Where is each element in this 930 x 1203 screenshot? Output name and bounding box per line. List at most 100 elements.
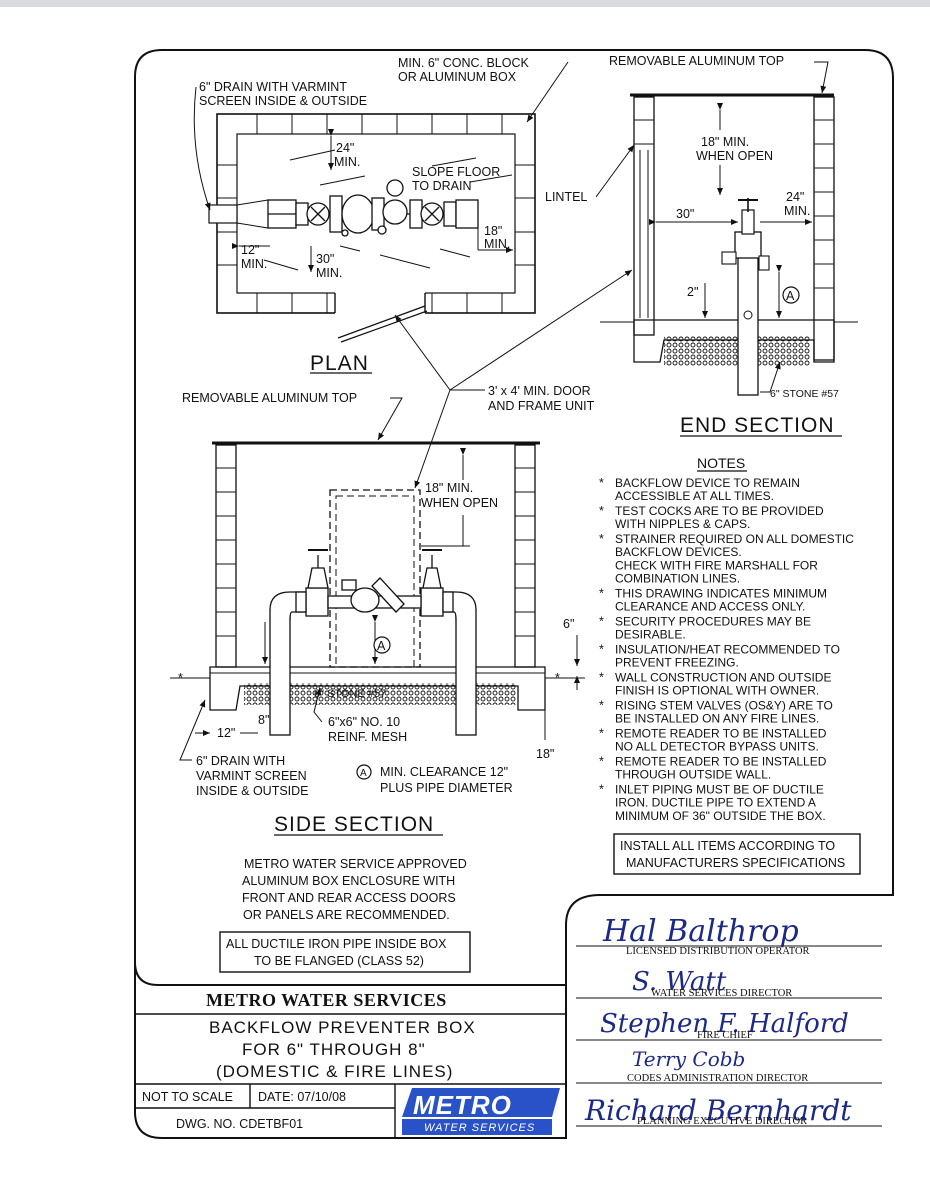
install-line-2: MANUFACTURERS SPECIFICATIONS (626, 856, 845, 870)
note-line: REMOTE READER TO BE INSTALLED (615, 726, 827, 740)
side-dim-8: 8" (258, 713, 269, 727)
notes-heading: NOTES (697, 455, 745, 471)
note-line: PREVENT FREEZING. (615, 656, 739, 670)
plan-box-label-2: OR ALUMINUM BOX (398, 70, 517, 84)
end-open-2: WHEN OPEN (696, 149, 773, 163)
side-dim-18: 18" (536, 747, 554, 761)
note-bullet: * (599, 670, 604, 684)
note-line: CHECK WITH FIRE MARSHALL FOR (615, 558, 818, 572)
end-dim-24-2: MIN. (784, 204, 810, 218)
side-open-2: WHEN OPEN (421, 496, 498, 510)
end-dim-2: 2" (687, 285, 698, 299)
approval-line-1: METRO WATER SERVICE APPROVED (244, 857, 467, 871)
approval-line-4: OR PANELS ARE RECOMMENDED. (243, 908, 450, 922)
note-line: DESIRABLE. (615, 628, 686, 642)
side-drain-3: INSIDE & OUTSIDE (196, 784, 309, 798)
logo-text: METRO (413, 1090, 512, 1120)
side-mesh-2: REINF. MESH (328, 730, 407, 744)
plan-view-title: PLAN (310, 352, 369, 375)
scale-label: NOT TO SCALE (142, 1090, 233, 1104)
role-5: PLANNING EXECUTIVE DIRECTOR (637, 1116, 807, 1127)
end-dim-30: 30" (676, 207, 694, 221)
plan-slope-1: SLOPE FLOOR (412, 165, 500, 179)
note-line: SECURITY PROCEDURES MAY BE (615, 614, 811, 628)
side-open-1: 18" MIN. (425, 481, 473, 495)
note-line: INLET PIPING MUST BE OF DUCTILE (615, 782, 824, 796)
side-drain-1: 6" DRAIN WITH (196, 754, 285, 768)
clearance-note-2: PLUS PIPE DIAMETER (380, 781, 513, 795)
role-1: LICENSED DISTRIBUTION OPERATOR (626, 946, 810, 957)
note-line: WITH NIPPLES & CAPS. (615, 517, 750, 531)
clearance-marker-a-text: A (360, 768, 367, 779)
end-stone-label: 6" STONE #57 (770, 388, 839, 400)
note-line: WALL CONSTRUCTION AND OUTSIDE (615, 670, 831, 684)
date-label: DATE: 07/10/08 (258, 1090, 346, 1104)
metro-logo: METRO WATER SERVICES (398, 1087, 563, 1135)
note-line: BE INSTALLED ON ANY FIRE LINES. (615, 712, 819, 726)
signature-4: Terry Cobb (632, 1047, 745, 1071)
role-3: FIRE CHIEF (697, 1030, 753, 1041)
side-drain-2: VARMINT SCREEN (196, 769, 307, 783)
side-stone-label: 6" STONE #57 (314, 688, 386, 700)
signature-1: Hal Balthrop (602, 914, 799, 949)
install-line-1: INSTALL ALL ITEMS ACCORDING TO (620, 839, 835, 853)
note-line: FINISH IS OPTIONAL WITH OWNER. (615, 684, 819, 698)
note-line: CLEARANCE AND ACCESS ONLY. (615, 600, 805, 614)
note-line: RISING STEM VALVES (OS&Y) ARE TO (615, 698, 833, 712)
note-bullet: * (599, 586, 604, 600)
note-line: MINIMUM OF 36" OUTSIDE THE BOX. (615, 809, 826, 823)
role-2: WATER SERVICES DIRECTOR (651, 988, 792, 999)
end-lintel-label: LINTEL (545, 190, 587, 204)
note-line: STRAINER REQUIRED ON ALL DOMESTIC (615, 532, 854, 546)
end-view-title: END SECTION (680, 414, 835, 437)
door-label-2: AND FRAME UNIT (488, 399, 595, 413)
note-line: COMBINATION LINES. (615, 572, 740, 586)
title-line-2: FOR 6" THROUGH 8" (242, 1040, 426, 1059)
note-bullet: * (599, 782, 604, 796)
note-line: NO ALL DETECTOR BYPASS UNITS. (615, 740, 819, 754)
note-line: IRON. DUCTILE PIPE TO EXTEND A (615, 796, 816, 810)
agency-name: METRO WATER SERVICES (206, 990, 447, 1010)
side-marker-a-text: A (377, 639, 386, 653)
note-line: ACCESSIBLE AT ALL TIMES. (615, 489, 774, 503)
plan-drain-label-1: 6" DRAIN WITH VARMINT (199, 80, 347, 94)
end-top-label: REMOVABLE ALUMINUM TOP (609, 54, 784, 68)
note-bullet: * (599, 642, 604, 656)
plan-drain-label-2: SCREEN INSIDE & OUTSIDE (199, 94, 367, 108)
role-4: CODES ADMINISTRATION DIRECTOR (627, 1073, 808, 1084)
plan-dim-front-2: MIN. (316, 266, 342, 280)
dwg-number: DWG. NO. CDETBF01 (176, 1117, 303, 1131)
note-bullet: * (599, 504, 604, 518)
plan-dim-right-1: 18" (484, 224, 502, 238)
note-line: BACKFLOW DEVICES. (615, 545, 742, 559)
plan-slope-2: TO DRAIN (412, 179, 472, 193)
plan-dim-side-2: MIN. (241, 257, 267, 271)
clearance-note-1: MIN. CLEARANCE 12" (380, 765, 508, 779)
logo-sub: WATER SERVICES (424, 1122, 535, 1134)
plan-dim-right-2: MIN. (484, 237, 510, 251)
note-bullet: * (599, 476, 604, 490)
side-dim-6: 6" (563, 617, 574, 631)
note-line: INSULATION/HEAT RECOMMENDED TO (615, 642, 840, 656)
title-line-1: BACKFLOW PREVENTER BOX (209, 1018, 476, 1037)
note-line: REMOTE READER TO BE INSTALLED (615, 754, 827, 768)
note-line: THIS DRAWING INDICATES MINIMUM (615, 586, 827, 600)
note-line: BACKFLOW DEVICE TO REMAIN (615, 476, 800, 490)
plan-dim-front-1: 30" (316, 252, 334, 266)
end-marker-a-text: A (786, 289, 795, 303)
approval-line-2: ALUMINUM BOX ENCLOSURE WITH (242, 874, 455, 888)
door-label-1: 3' x 4' MIN. DOOR (488, 384, 591, 398)
plan-dim-top-2: MIN. (334, 155, 360, 169)
notes-list: * BACKFLOW DEVICE TO REMAINACCESSIBLE AT … (599, 476, 854, 823)
plan-dim-side-1: 12" (241, 243, 259, 257)
title-line-3: (DOMESTIC & FIRE LINES) (216, 1062, 453, 1081)
svg-text:*: * (555, 671, 560, 685)
svg-text:*: * (178, 671, 183, 685)
plan-box-label-1: MIN. 6" CONC. BLOCK (398, 56, 530, 70)
side-mesh-1: 6"x6" NO. 10 (328, 715, 400, 729)
note-bullet: * (599, 698, 604, 712)
end-dim-24-1: 24" (786, 190, 804, 204)
note-bullet: * (599, 754, 604, 768)
side-backflow-assembly (270, 550, 476, 735)
